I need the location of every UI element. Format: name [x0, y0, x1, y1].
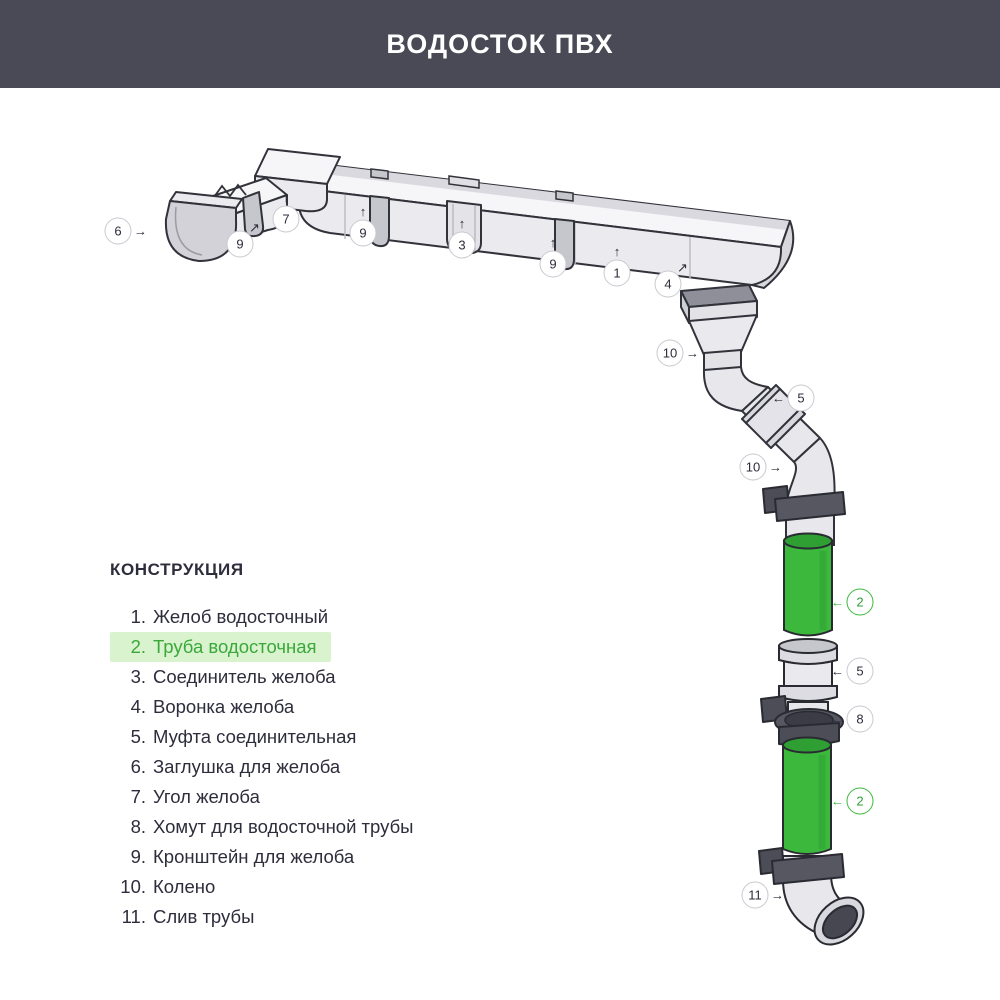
legend-item: 11. Слив трубы — [110, 902, 268, 932]
header: ВОДОСТОК ПВХ — [0, 0, 1000, 88]
legend-item-label: Заглушка для желоба — [153, 756, 341, 777]
callout-arrow-icon: ← — [831, 594, 844, 610]
gutter-end-cap — [164, 191, 243, 262]
legend-item: 4. Воронка желоба — [110, 692, 308, 722]
page-title: ВОДОСТОК ПВХ — [386, 28, 614, 59]
callout-number: 10 — [739, 453, 767, 481]
callout-number: 8 — [846, 705, 874, 733]
callout-arrow-icon: → — [769, 459, 782, 475]
legend-item: 2. Труба водосточная — [110, 632, 331, 662]
callout-arrow-icon: ↑ — [458, 216, 466, 231]
callout-arrow-icon: → — [771, 887, 784, 903]
legend-item: 8. Хомут для водосточной трубы — [110, 812, 427, 842]
callout-number: 11 — [741, 881, 769, 909]
callout-arrow-icon: ↑ — [282, 190, 290, 205]
callout-arrow-icon: ← — [831, 793, 844, 809]
pipe-clamp — [758, 847, 845, 885]
callout-number: 5 — [787, 384, 815, 412]
legend-list: 1. Желоб водосточный 2. Труба водосточна… — [110, 602, 427, 932]
legend-item-label: Хомут для водосточной трубы — [153, 816, 414, 837]
legend-item-label: Соединитель желоба — [153, 666, 336, 687]
callout-arrow-icon: ← — [831, 711, 844, 727]
callout-number: 9 — [226, 230, 254, 258]
legend-item-label: Колено — [153, 876, 216, 897]
legend-item-number: 2. — [130, 636, 146, 657]
legend-title: КОНСТРУКЦИЯ — [110, 560, 244, 579]
callout-arrow-icon: ↗ — [677, 260, 688, 275]
legend-item-label: Кронштейн для желоба — [153, 846, 355, 867]
callout-number: 9 — [349, 219, 377, 247]
downpipe-green-section — [782, 736, 832, 855]
legend-item-number: 9. — [130, 846, 146, 867]
legend-item-number: 11. — [121, 906, 146, 927]
legend: КОНСТРУКЦИЯ 1. Желоб водосточный 2. Труб… — [110, 560, 427, 932]
gutter-funnel — [680, 284, 758, 373]
callout-arrow-icon: ← — [772, 390, 785, 406]
legend-item-label: Слив трубы — [153, 906, 255, 927]
legend-item-number: 7. — [130, 786, 146, 807]
callout-arrow-icon: → — [686, 345, 699, 361]
callout-number: 7 — [272, 205, 300, 233]
callout-number: 6 — [104, 217, 132, 245]
legend-item-label: Угол желоба — [153, 786, 260, 807]
callout-number: 2 — [846, 588, 874, 616]
legend-item: 10. Колено — [110, 872, 229, 902]
legend-item: 9. Кронштейн для желоба — [110, 842, 368, 872]
legend-item: 3. Соединитель желоба — [110, 662, 350, 692]
legend-item-number: 5. — [130, 726, 146, 747]
pipe-coupling — [741, 384, 806, 449]
legend-item: 7. Угол желоба — [110, 782, 274, 812]
downpipe-green-section — [783, 532, 833, 637]
legend-item-number: 1. — [130, 606, 146, 627]
legend-item-number: 10. — [120, 876, 146, 897]
callout-arrow-icon: ↑ — [549, 235, 557, 250]
legend-item: 5. Муфта соединительная — [110, 722, 370, 752]
callout-number: 10 — [656, 339, 684, 367]
callout-arrow-icon: ↑ — [613, 244, 621, 259]
gutter-channel — [298, 162, 795, 289]
legend-item-label: Воронка желоба — [153, 696, 295, 717]
pipe-coupling — [778, 638, 838, 702]
callout-number: 5 — [846, 657, 874, 685]
callout-number: 1 — [603, 259, 631, 287]
legend-item-label: Труба водосточная — [153, 636, 317, 657]
callout-number: 9 — [539, 250, 567, 278]
legend-item-number: 6. — [130, 756, 146, 777]
legend-item-label: Муфта соединительная — [153, 726, 357, 747]
legend-item-number: 4. — [130, 696, 146, 717]
callout-arrow-icon: ↑ — [359, 204, 367, 219]
callout-arrow-icon: ↗ — [249, 220, 260, 235]
pipe-clamp — [762, 485, 846, 522]
legend-item-label: Желоб водосточный — [153, 606, 329, 627]
legend-item-number: 8. — [130, 816, 146, 837]
callout-number: 4 — [654, 270, 682, 298]
callout-arrow-icon: ← — [831, 663, 844, 679]
pipe-clamp — [760, 695, 844, 747]
legend-item: 1. Желоб водосточный — [110, 602, 342, 632]
legend-item-number: 3. — [130, 666, 146, 687]
callout-number: 3 — [448, 231, 476, 259]
callout-arrow-icon: → — [134, 223, 147, 239]
legend-item: 6. Заглушка для желоба — [110, 752, 354, 782]
callout-number: 2 — [846, 787, 874, 815]
